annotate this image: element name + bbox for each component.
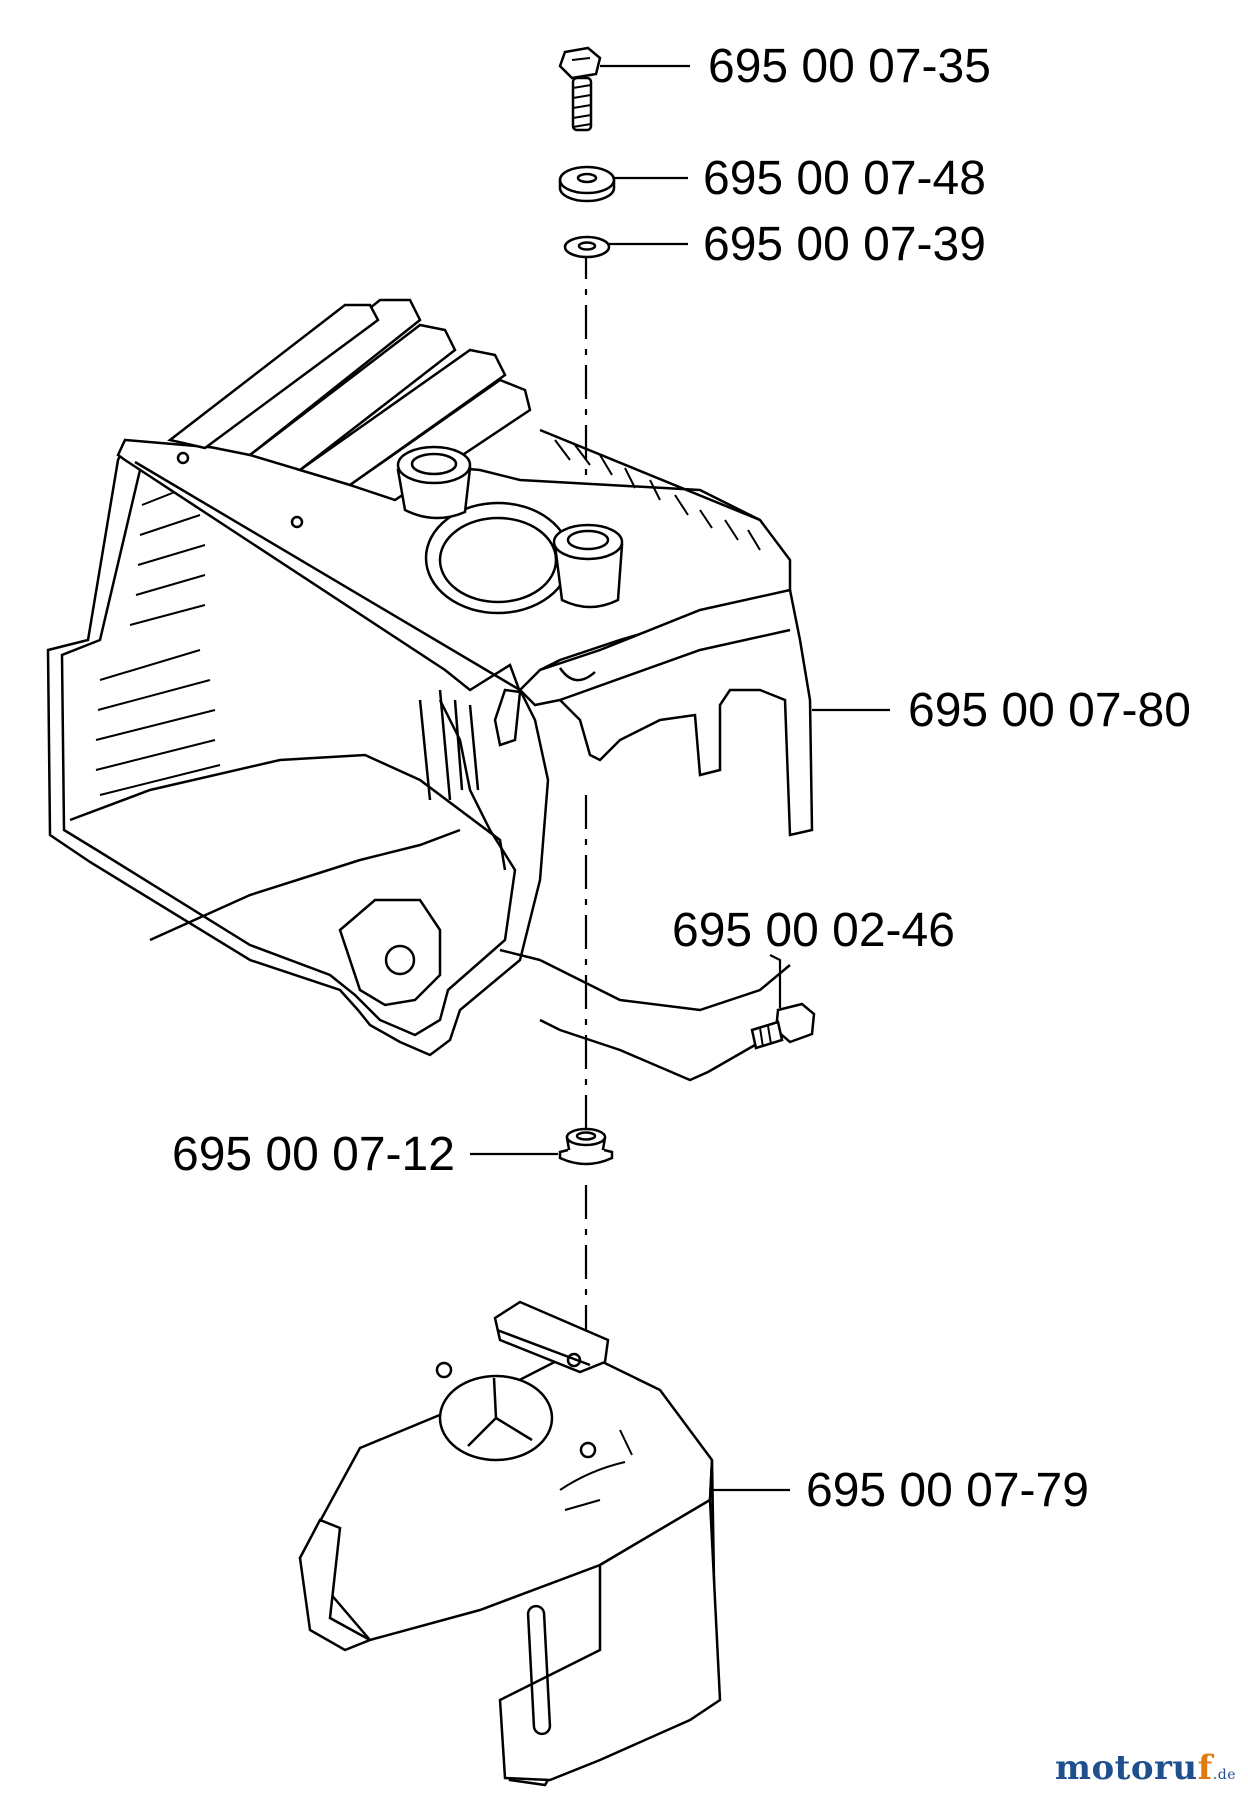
sleeve-drawing	[558, 1127, 614, 1166]
washer-rubber-drawing	[558, 165, 616, 203]
cylinder-cover-drawing	[46, 298, 814, 1057]
part-label-washer-rubber: 695 00 07-48	[703, 152, 986, 205]
watermark-logo: motoruf.de	[1054, 1748, 1236, 1788]
part-label-sleeve: 695 00 07-12	[172, 1128, 455, 1181]
screw-side-drawing	[750, 1002, 816, 1050]
part-label-washer-flat: 695 00 07-39	[703, 218, 986, 271]
washer-flat-drawing	[563, 235, 611, 259]
part-label-bracket: 695 00 07-79	[806, 1464, 1089, 1517]
part-label-cylinder-cover: 695 00 07-80	[908, 684, 1191, 737]
screw-top-drawing	[558, 46, 602, 132]
part-label-screw-top: 695 00 07-35	[708, 40, 991, 93]
part-label-screw-side: 695 00 02-46	[672, 904, 955, 957]
bracket-drawing	[298, 1300, 722, 1787]
